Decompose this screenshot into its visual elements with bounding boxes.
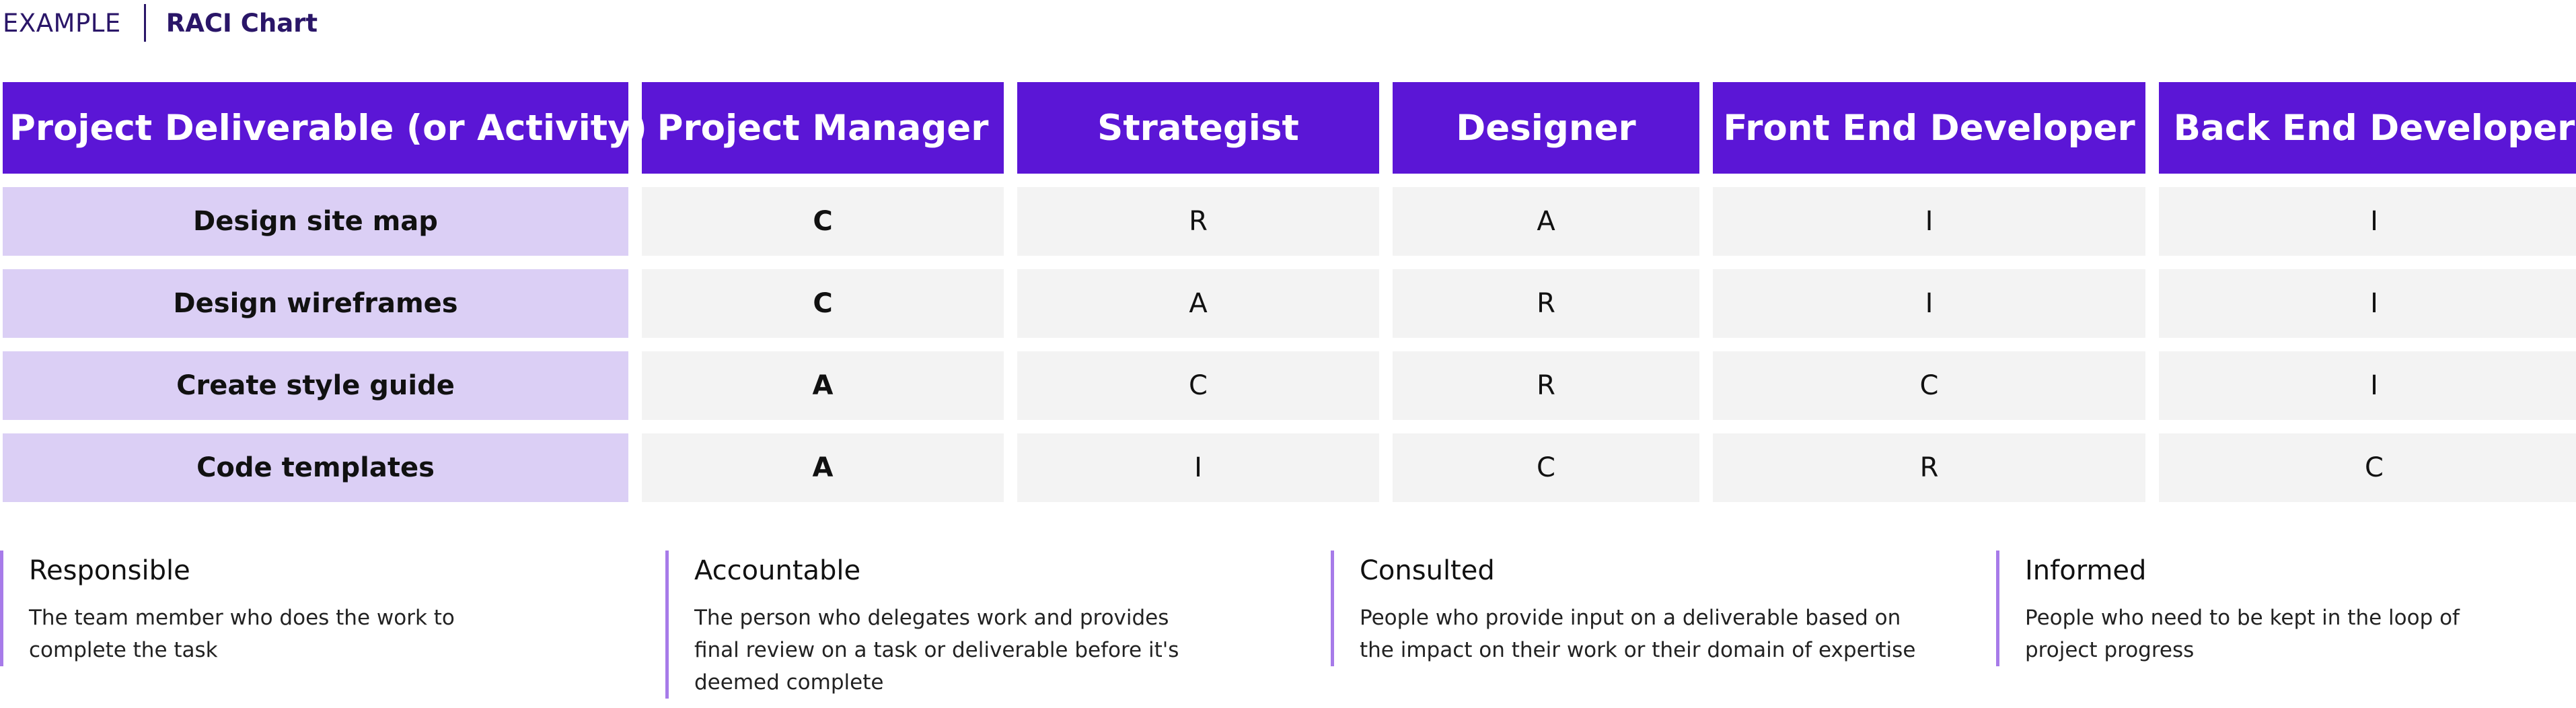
raci-legend: Responsible The team member who does the… [0, 551, 2576, 699]
page-header: EXAMPLE RACI Chart [3, 4, 318, 42]
legend-title: Informed [2025, 555, 2147, 586]
page-title: RACI Chart [165, 8, 318, 38]
raci-cell: C [1017, 351, 1379, 420]
legend-description: People who need to be kept in the loop o… [2025, 606, 2460, 662]
raci-cell: A [642, 433, 1004, 502]
table-row: Create style guide A C R C I [3, 351, 2576, 420]
raci-cell: I [2159, 269, 2576, 338]
raci-cell: R [1713, 433, 2145, 502]
raci-cell: C [642, 269, 1004, 338]
raci-cell: I [1017, 433, 1379, 502]
legend-description: The person who delegates work and provid… [694, 606, 1179, 695]
legend-description: The team member who does the work to com… [29, 606, 455, 662]
header-divider [143, 4, 146, 42]
column-header-designer: Designer [1393, 82, 1699, 174]
column-header-project-manager: Project Manager [642, 82, 1004, 174]
raci-cell: I [1713, 269, 2145, 338]
activity-cell: Design site map [3, 187, 628, 256]
raci-cell: R [1017, 187, 1379, 256]
table-row: Code templates A I C R C [3, 433, 2576, 502]
activity-cell: Code templates [3, 433, 628, 502]
legend-item-accountable: Accountable The person who delegates wor… [665, 551, 1204, 699]
activity-cell: Create style guide [3, 351, 628, 420]
column-header-back-end-developer: Back End Developer [2159, 82, 2576, 174]
raci-cell: R [1393, 351, 1699, 420]
raci-cell: C [642, 187, 1004, 256]
raci-cell: C [1713, 351, 2145, 420]
raci-cell: A [1017, 269, 1379, 338]
raci-cell: A [1393, 187, 1699, 256]
legend-title: Responsible [29, 555, 190, 586]
raci-cell: I [2159, 187, 2576, 256]
legend-item-responsible: Responsible The team member who does the… [0, 551, 558, 666]
table-row: Design site map C R A I I [3, 187, 2576, 256]
column-header-activity: Project Deliverable (or Activity) [3, 82, 647, 174]
raci-cell: C [2159, 433, 2576, 502]
legend-title: Consulted [1360, 555, 1495, 586]
legend-description: People who provide input on a deliverabl… [1360, 606, 1916, 662]
eyebrow-label: EXAMPLE [3, 8, 121, 38]
column-header-front-end-developer: Front End Developer [1713, 82, 2145, 174]
raci-cell: I [2159, 351, 2576, 420]
legend-title: Accountable [694, 555, 861, 586]
column-header-strategist: Strategist [1017, 82, 1379, 174]
activity-cell: Design wireframes [3, 269, 628, 338]
raci-table: Project Deliverable (or Activity) Projec… [0, 69, 2576, 516]
table-header-row: Project Deliverable (or Activity) Projec… [3, 82, 2576, 174]
legend-item-informed: Informed People who need to be kept in t… [1996, 551, 2507, 666]
raci-cell: A [642, 351, 1004, 420]
legend-item-consulted: Consulted People who provide input on a … [1331, 551, 1923, 666]
raci-cell: C [1393, 433, 1699, 502]
raci-cell: R [1393, 269, 1699, 338]
table-row: Design wireframes C A R I I [3, 269, 2576, 338]
raci-cell: I [1713, 187, 2145, 256]
